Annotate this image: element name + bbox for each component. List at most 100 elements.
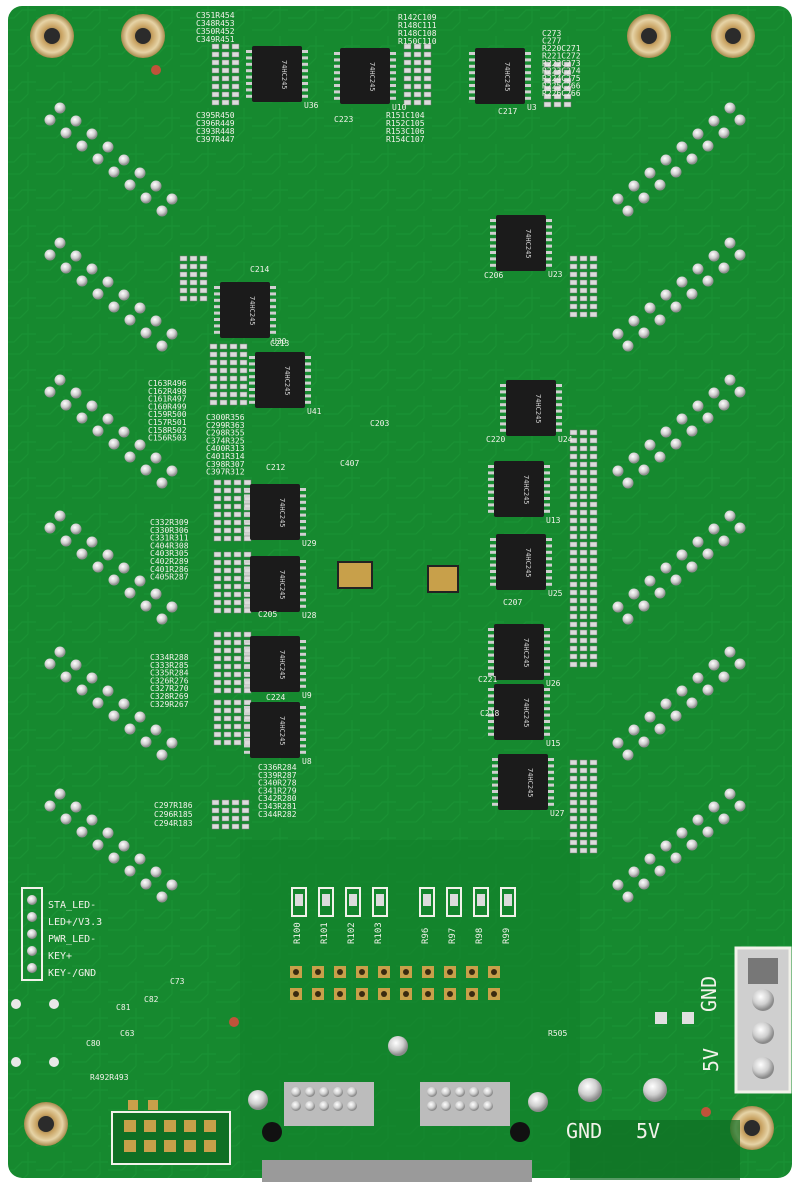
- chip-ref-label: U23: [548, 270, 563, 279]
- chip-ref-label: U41: [307, 407, 322, 416]
- gold-pin: [164, 1140, 176, 1152]
- header-pin: [70, 523, 82, 535]
- power-terminal: [570, 946, 792, 1180]
- header-pin: [140, 736, 152, 748]
- header-pin: [150, 315, 162, 327]
- silk-ref-label: R505: [548, 1029, 567, 1038]
- header-pin: [150, 588, 162, 600]
- silk-ref-label: R153C106: [386, 127, 425, 136]
- chip-part-number: 74HC245: [524, 229, 532, 259]
- silk-ref-label: C273: [542, 29, 561, 38]
- header-pin: [124, 314, 136, 326]
- header-pin: [734, 386, 746, 398]
- header-pin: [660, 289, 672, 301]
- header-pin: [708, 659, 720, 671]
- header-pin: [166, 737, 178, 749]
- silk-ref-label: C350R452: [196, 27, 235, 36]
- pin-header-strip: [612, 788, 746, 903]
- silk-ref-label: C162R498: [148, 387, 187, 396]
- header-pin: [54, 102, 66, 114]
- via: [49, 999, 59, 1009]
- chip-part-number: 74HC245: [524, 548, 532, 578]
- header-pin: [654, 451, 666, 463]
- header-pin: [644, 439, 656, 451]
- header-pin: [692, 128, 704, 140]
- header-pin: [156, 891, 168, 903]
- pin-header-strip: [44, 237, 178, 352]
- silk-ref-label: C213: [270, 339, 289, 348]
- header-pin: [44, 386, 56, 398]
- silk-ref-label: C296R185: [154, 810, 193, 819]
- connector-pin: [305, 1087, 315, 1097]
- silk-ref-label: C396R449: [196, 119, 235, 128]
- header-pin: [108, 166, 120, 178]
- header-pin: [166, 601, 178, 613]
- header-pin: [724, 374, 736, 386]
- header-pin: [628, 315, 640, 327]
- header-pin: [734, 522, 746, 534]
- chip-ref-label: U24: [558, 435, 573, 444]
- chip-ref-label: U28: [302, 611, 317, 620]
- header-pin: [166, 879, 178, 891]
- header-pin: [654, 314, 666, 326]
- silk-ref-label: R225C266: [542, 82, 581, 91]
- header-pin-label: STA_LED-: [48, 900, 96, 911]
- header-pin: [708, 250, 720, 262]
- header-pin: [718, 671, 730, 683]
- status-header: [21, 887, 43, 981]
- passive-array: [211, 43, 240, 106]
- silk-ref-label: C326R276: [150, 676, 189, 685]
- passive-array: [213, 551, 252, 614]
- gold-pin: [124, 1140, 136, 1152]
- connector-pin: [319, 1087, 329, 1097]
- silk-ref-label: C342R280: [258, 794, 297, 803]
- header-pin: [654, 587, 666, 599]
- silk-ref-label: C73: [170, 977, 185, 986]
- header-pin: [60, 535, 72, 547]
- silk-ref-label: C80: [86, 1039, 101, 1048]
- status-header-pin: [27, 895, 37, 905]
- header-pin: [92, 697, 104, 709]
- header-pin: [156, 749, 168, 761]
- status-header-pin: [27, 946, 37, 956]
- header-pin: [686, 288, 698, 300]
- header-pin: [654, 723, 666, 735]
- header-pin: [622, 891, 634, 903]
- silkscreen-labels: C351R454C348R453C350R452C349R451C395R450…: [48, 11, 581, 1082]
- pin-header-strip: [612, 374, 746, 489]
- header-pin: [134, 575, 146, 587]
- pin-header-strip: [44, 374, 178, 489]
- silk-ref-label: C404R308: [150, 541, 189, 550]
- silk-ref-label: C160R499: [148, 402, 187, 411]
- header-pin: [670, 852, 682, 864]
- header-pin: [156, 613, 168, 625]
- header-pin: [686, 425, 698, 437]
- silk-ref-label: C221: [478, 675, 497, 684]
- header-pin: [686, 697, 698, 709]
- header-pin: [708, 115, 720, 127]
- header-pin: [676, 549, 688, 561]
- header-pin: [724, 646, 736, 658]
- connector-pin: [427, 1087, 437, 1097]
- resistor-footprint: [291, 887, 307, 917]
- header-pin: [76, 826, 88, 838]
- resistor-ref-label: R103: [374, 922, 384, 944]
- header-pin: [612, 193, 624, 205]
- header-pin: [622, 477, 634, 489]
- header-pin: [54, 646, 66, 658]
- bottom-5v-label: 5V: [636, 1119, 660, 1143]
- resistor-footprint: [372, 887, 388, 917]
- chip-part-number: 74HC245: [526, 768, 534, 798]
- header-pin: [718, 262, 730, 274]
- header-pin: [150, 452, 162, 464]
- header-pin: [54, 374, 66, 386]
- header-pin: [118, 562, 130, 574]
- header-pin: [156, 205, 168, 217]
- header-pin: [86, 128, 98, 140]
- header-pin: [628, 866, 640, 878]
